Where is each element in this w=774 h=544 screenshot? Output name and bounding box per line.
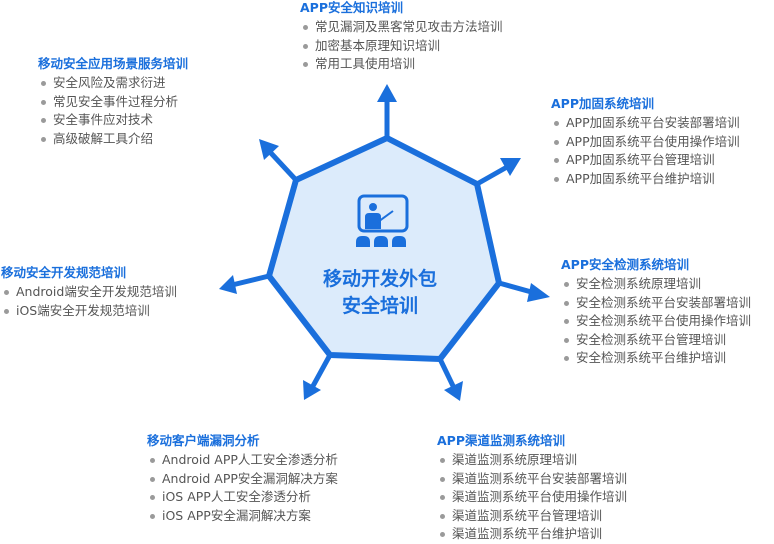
block-app-security-detection: APP安全检测系统培训 安全检测系统原理培训 安全检测系统平台安装部署培训 安全… [561,257,751,368]
center-title: 移动开发外包 安全培训 [300,266,460,320]
list-item: APP加固系统平台使用操作培训 [551,133,740,152]
arrow-top-right [475,158,521,187]
list-item: iOS APP人工安全渗透分析 [147,488,338,507]
arrow-top-left [259,139,298,182]
list-item: APP加固系统平台维护培训 [551,170,740,189]
teacher-presentation-icon [356,194,409,247]
list-item: 渠道监测系统平台维护培训 [437,525,627,544]
arrow-right [498,280,550,302]
list-item: 安全检测系统平台维护培训 [561,349,751,368]
list-item: 渠道监测系统平台使用操作培训 [437,488,627,507]
arrow-bottom-left [303,353,333,400]
arrow-left [219,273,270,294]
list-item: 安全风险及需求衍进 [38,74,188,93]
list-item: APP加固系统平台管理培训 [551,151,740,170]
list-item: 高级破解工具介绍 [38,130,188,149]
block-title: APP加固系统培训 [551,96,654,111]
center-title-line1: 移动开发外包 [322,268,437,290]
block-title: APP渠道监测系统培训 [437,433,565,448]
list-item: 安全检测系统平台安装部署培训 [561,294,751,313]
block-title: 移动安全应用场景服务培训 [38,56,189,71]
list-item: 常见漏洞及黑客常见攻击方法培训 [300,18,503,37]
center-title-line2: 安全培训 [341,295,418,317]
block-mobile-client-vuln: 移动客户端漏洞分析 Android APP人工安全渗透分析 Android AP… [147,433,338,525]
block-title: 移动安全开发规范培训 [1,265,127,280]
list-item: Android APP安全漏洞解决方案 [147,470,338,489]
list-item: 安全事件应对技术 [38,111,188,130]
arrow-bottom-right [437,357,463,401]
block-title: 移动客户端漏洞分析 [147,433,260,448]
block-title: APP安全知识培训 [300,0,403,15]
block-mobile-dev-spec: 移动安全开发规范培训 Android端安全开发规范培训 iOS端安全开发规范培训 [1,265,177,320]
list-item: 常用工具使用培训 [300,55,503,74]
list-item: 安全检测系统平台管理培训 [561,331,751,350]
block-mobile-scenario-service: 移动安全应用场景服务培训 安全风险及需求衍进 常见安全事件过程分析 安全事件应对… [38,56,188,148]
list-item: 渠道监测系统平台管理培训 [437,507,627,526]
block-app-channel-monitoring: APP渠道监测系统培训 渠道监测系统原理培训 渠道监测系统平台安装部署培训 渠道… [437,433,627,544]
list-item: iOS APP安全漏洞解决方案 [147,507,338,526]
list-item: iOS端安全开发规范培训 [1,302,177,321]
list-item: Android APP人工安全渗透分析 [147,451,338,470]
list-item: APP加固系统平台安装部署培训 [551,114,740,133]
list-item: 加密基本原理知识培训 [300,37,503,56]
list-item: 常见安全事件过程分析 [38,93,188,112]
block-title: APP安全检测系统培训 [561,257,689,272]
arrow-top [377,84,397,138]
list-item: Android端安全开发规范培训 [1,283,177,302]
block-app-hardening: APP加固系统培训 APP加固系统平台安装部署培训 APP加固系统平台使用操作培… [551,96,740,188]
block-app-security-knowledge: APP安全知识培训 常见漏洞及黑客常见攻击方法培训 加密基本原理知识培训 常用工… [300,0,503,74]
list-item: 渠道监测系统原理培训 [437,451,627,470]
center-heptagon [266,135,502,362]
list-item: 安全检测系统平台使用操作培训 [561,312,751,331]
list-item: 安全检测系统原理培训 [561,275,751,294]
list-item: 渠道监测系统平台安装部署培训 [437,470,627,489]
